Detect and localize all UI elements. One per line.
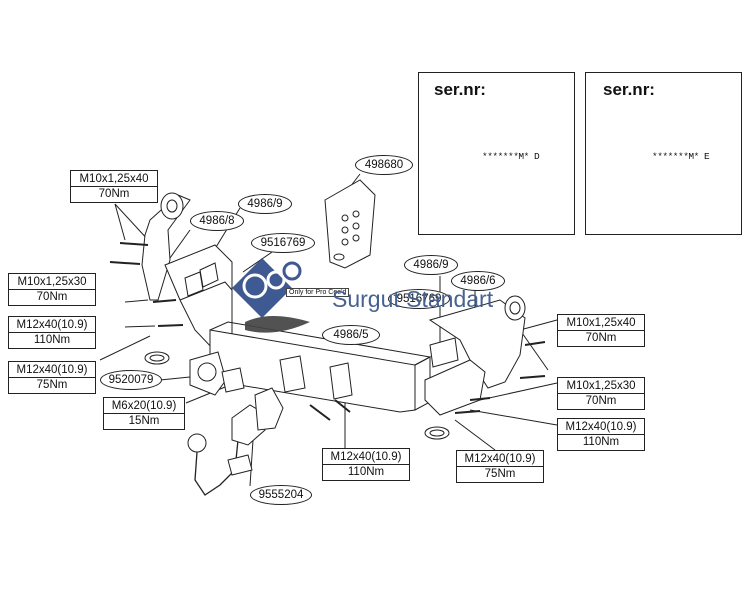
torque-label-m12-110-center: M12x40(10.9) 110Nm — [322, 448, 410, 481]
part-number-9520079: 9520079 — [100, 370, 162, 390]
torque-label-m12-110-right: M12x40(10.9) 110Nm — [557, 418, 645, 451]
bolt-spec: M12x40(10.9) — [330, 451, 402, 463]
torque-value: 110Nm — [347, 466, 385, 478]
bolt-spec: M10x1,25x40 — [79, 173, 149, 185]
torque-value: 70Nm — [98, 188, 130, 200]
part-number-4986-9-left: 4986/9 — [238, 194, 292, 214]
torque-value: 75Nm — [36, 379, 68, 391]
torque-label-m10-40-left: M10x1,25x40 70Nm — [70, 170, 158, 203]
bolt-spec: M10x1,25x30 — [17, 276, 87, 288]
bolt-spec: M12x40(10.9) — [16, 319, 88, 331]
part-number-9555204: 9555204 — [250, 485, 312, 505]
bolt-spec: M12x40(10.9) — [565, 421, 637, 433]
part-number-498680: 498680 — [355, 155, 413, 175]
bolt-spec: M6x20(10.9) — [111, 400, 177, 412]
bolt-spec: M10x1,25x30 — [566, 380, 636, 392]
serial-label-left: ser.nr: — [434, 80, 486, 99]
warning-panel-right — [585, 72, 742, 235]
torque-value: 15Nm — [128, 415, 160, 427]
part-number-9516769-left: 9516769 — [251, 233, 315, 253]
torque-value: 70Nm — [585, 395, 617, 407]
torque-value: 110Nm — [582, 436, 620, 448]
watermark-text: Surgut Standart — [332, 286, 494, 312]
torque-value: 75Nm — [484, 468, 516, 480]
torque-label-m10-30-right: M10x1,25x30 70Nm — [557, 377, 645, 410]
torque-label-m6-15: M6x20(10.9) 15Nm — [103, 397, 185, 430]
bolt-spec: M12x40(10.9) — [16, 364, 88, 376]
torque-label-m10-30-left: M10x1,25x30 70Nm — [8, 273, 96, 306]
torque-value: 70Nm — [585, 332, 617, 344]
torque-value: 110Nm — [33, 334, 71, 346]
torque-label-m12-75-left: M12x40(10.9) 75Nm — [8, 361, 96, 394]
only-for-note: Only for Pro Cee'd — [286, 288, 350, 297]
torque-label-m12-75-right: M12x40(10.9) 75Nm — [456, 450, 544, 483]
part-number-4986-9-right: 4986/9 — [404, 255, 458, 275]
bolt-spec: M12x40(10.9) — [464, 453, 536, 465]
part-number-4986-8: 4986/8 — [190, 211, 244, 231]
torque-label-m10-40-right: M10x1,25x40 70Nm — [557, 314, 645, 347]
warning-panel-left — [418, 72, 575, 235]
bolt-spec: M10x1,25x40 — [566, 317, 636, 329]
torque-label-m12-110-left: M12x40(10.9) 110Nm — [8, 316, 96, 349]
part-number-9516769-right: 9516769 — [388, 289, 450, 309]
torque-value: 70Nm — [36, 291, 68, 303]
part-number-4986-5: 4986/5 — [322, 325, 380, 345]
serial-label-right: ser.nr: — [603, 80, 655, 99]
serial-code-right: *******M* E — [652, 151, 710, 162]
serial-code-left: *******M* D — [482, 151, 540, 162]
part-number-4986-6: 4986/6 — [451, 271, 505, 291]
watermark-logo-icon — [232, 258, 310, 333]
